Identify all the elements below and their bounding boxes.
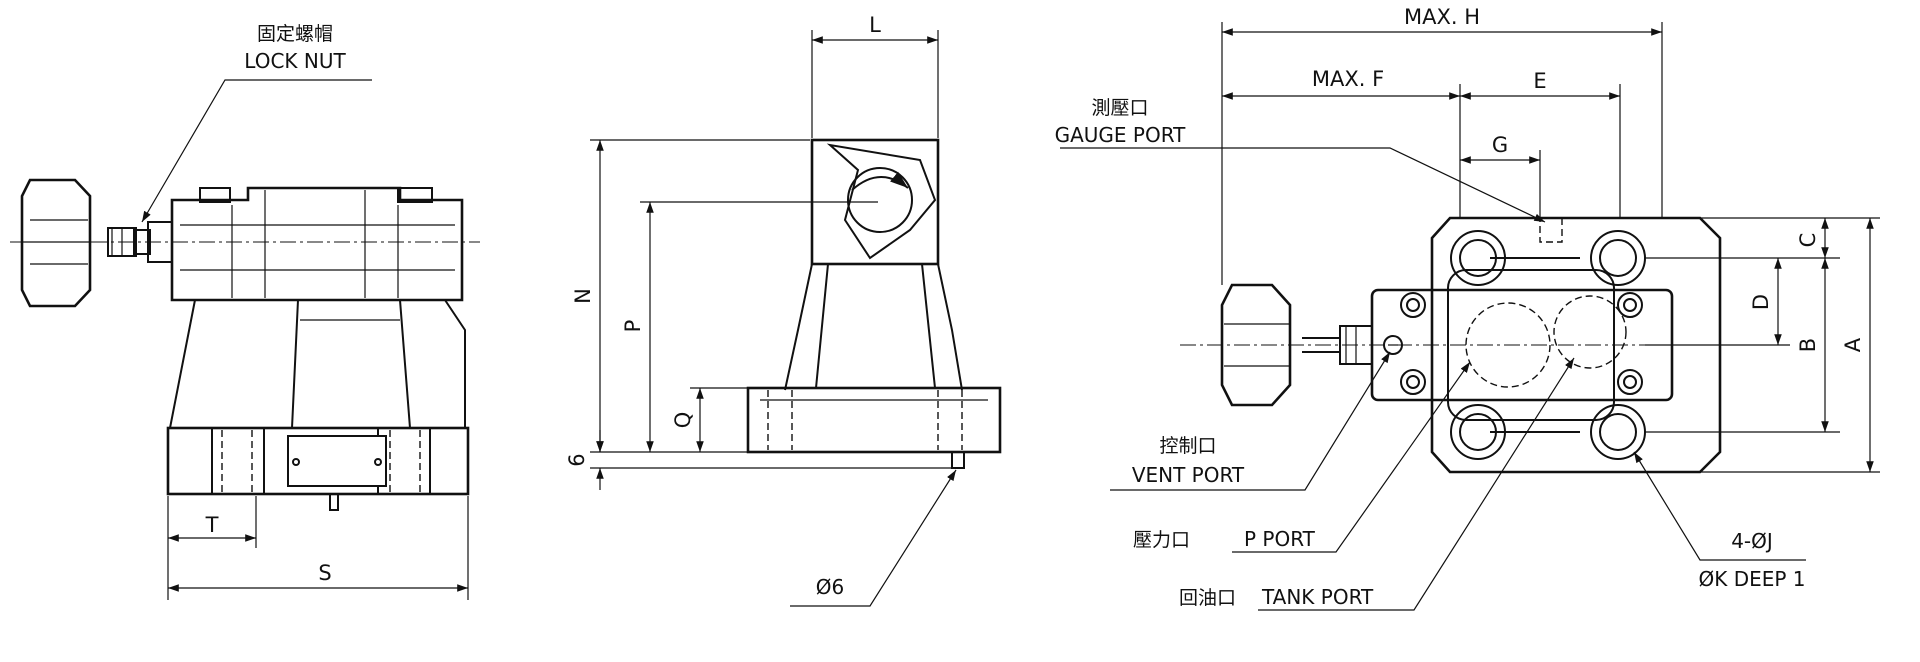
- vent-port-cn-label: 控制口: [1159, 435, 1216, 457]
- side-view: T S 固定螺帽 LOCK NUT: [10, 23, 480, 600]
- gauge-port-cn-label: 測壓口: [1091, 97, 1148, 119]
- dim-p-label: P: [621, 320, 645, 333]
- pin-diameter-label: Ø6: [816, 575, 844, 599]
- tank-port-en-label: TANK PORT: [1261, 585, 1374, 609]
- gauge-port-en-label: GAUGE PORT: [1055, 123, 1187, 147]
- dim-d-label: D: [1749, 294, 1773, 310]
- dim-a-label: A: [1841, 337, 1865, 352]
- dim-n-label: N: [571, 288, 595, 304]
- vent-port-en-label: VENT PORT: [1132, 463, 1245, 487]
- tank-port-cn-label: 回油口: [1179, 587, 1236, 609]
- dim-e-label: E: [1533, 69, 1546, 93]
- dim-max-h-label: MAX. H: [1404, 5, 1480, 29]
- p-port-en-label: P PORT: [1244, 527, 1316, 551]
- front-view: L N P Q 6 Ø6: [565, 13, 1002, 607]
- holes-label-line1: 4-ØJ: [1731, 529, 1773, 553]
- dim-l-label: L: [869, 13, 881, 37]
- dim-c-label: C: [1796, 233, 1820, 248]
- dim-max-f-label: MAX. F: [1312, 67, 1384, 91]
- p-port-cn-label: 壓力口: [1133, 529, 1190, 551]
- lock-nut-cn-label: 固定螺帽: [257, 23, 333, 45]
- dim-g-label: G: [1492, 133, 1508, 157]
- dim-q-label: Q: [671, 412, 695, 429]
- dim-b-label: B: [1796, 338, 1820, 352]
- dim-s-label: S: [318, 561, 331, 585]
- top-view: MAX. H MAX. F E G C D B A 測壓口 GAUGE PORT…: [1055, 5, 1880, 611]
- dim-t-label: T: [205, 513, 219, 537]
- lock-nut-en-label: LOCK NUT: [244, 49, 346, 73]
- holes-label-line2: ØK DEEP 1: [1698, 567, 1805, 591]
- dim-6-label: 6: [565, 453, 589, 466]
